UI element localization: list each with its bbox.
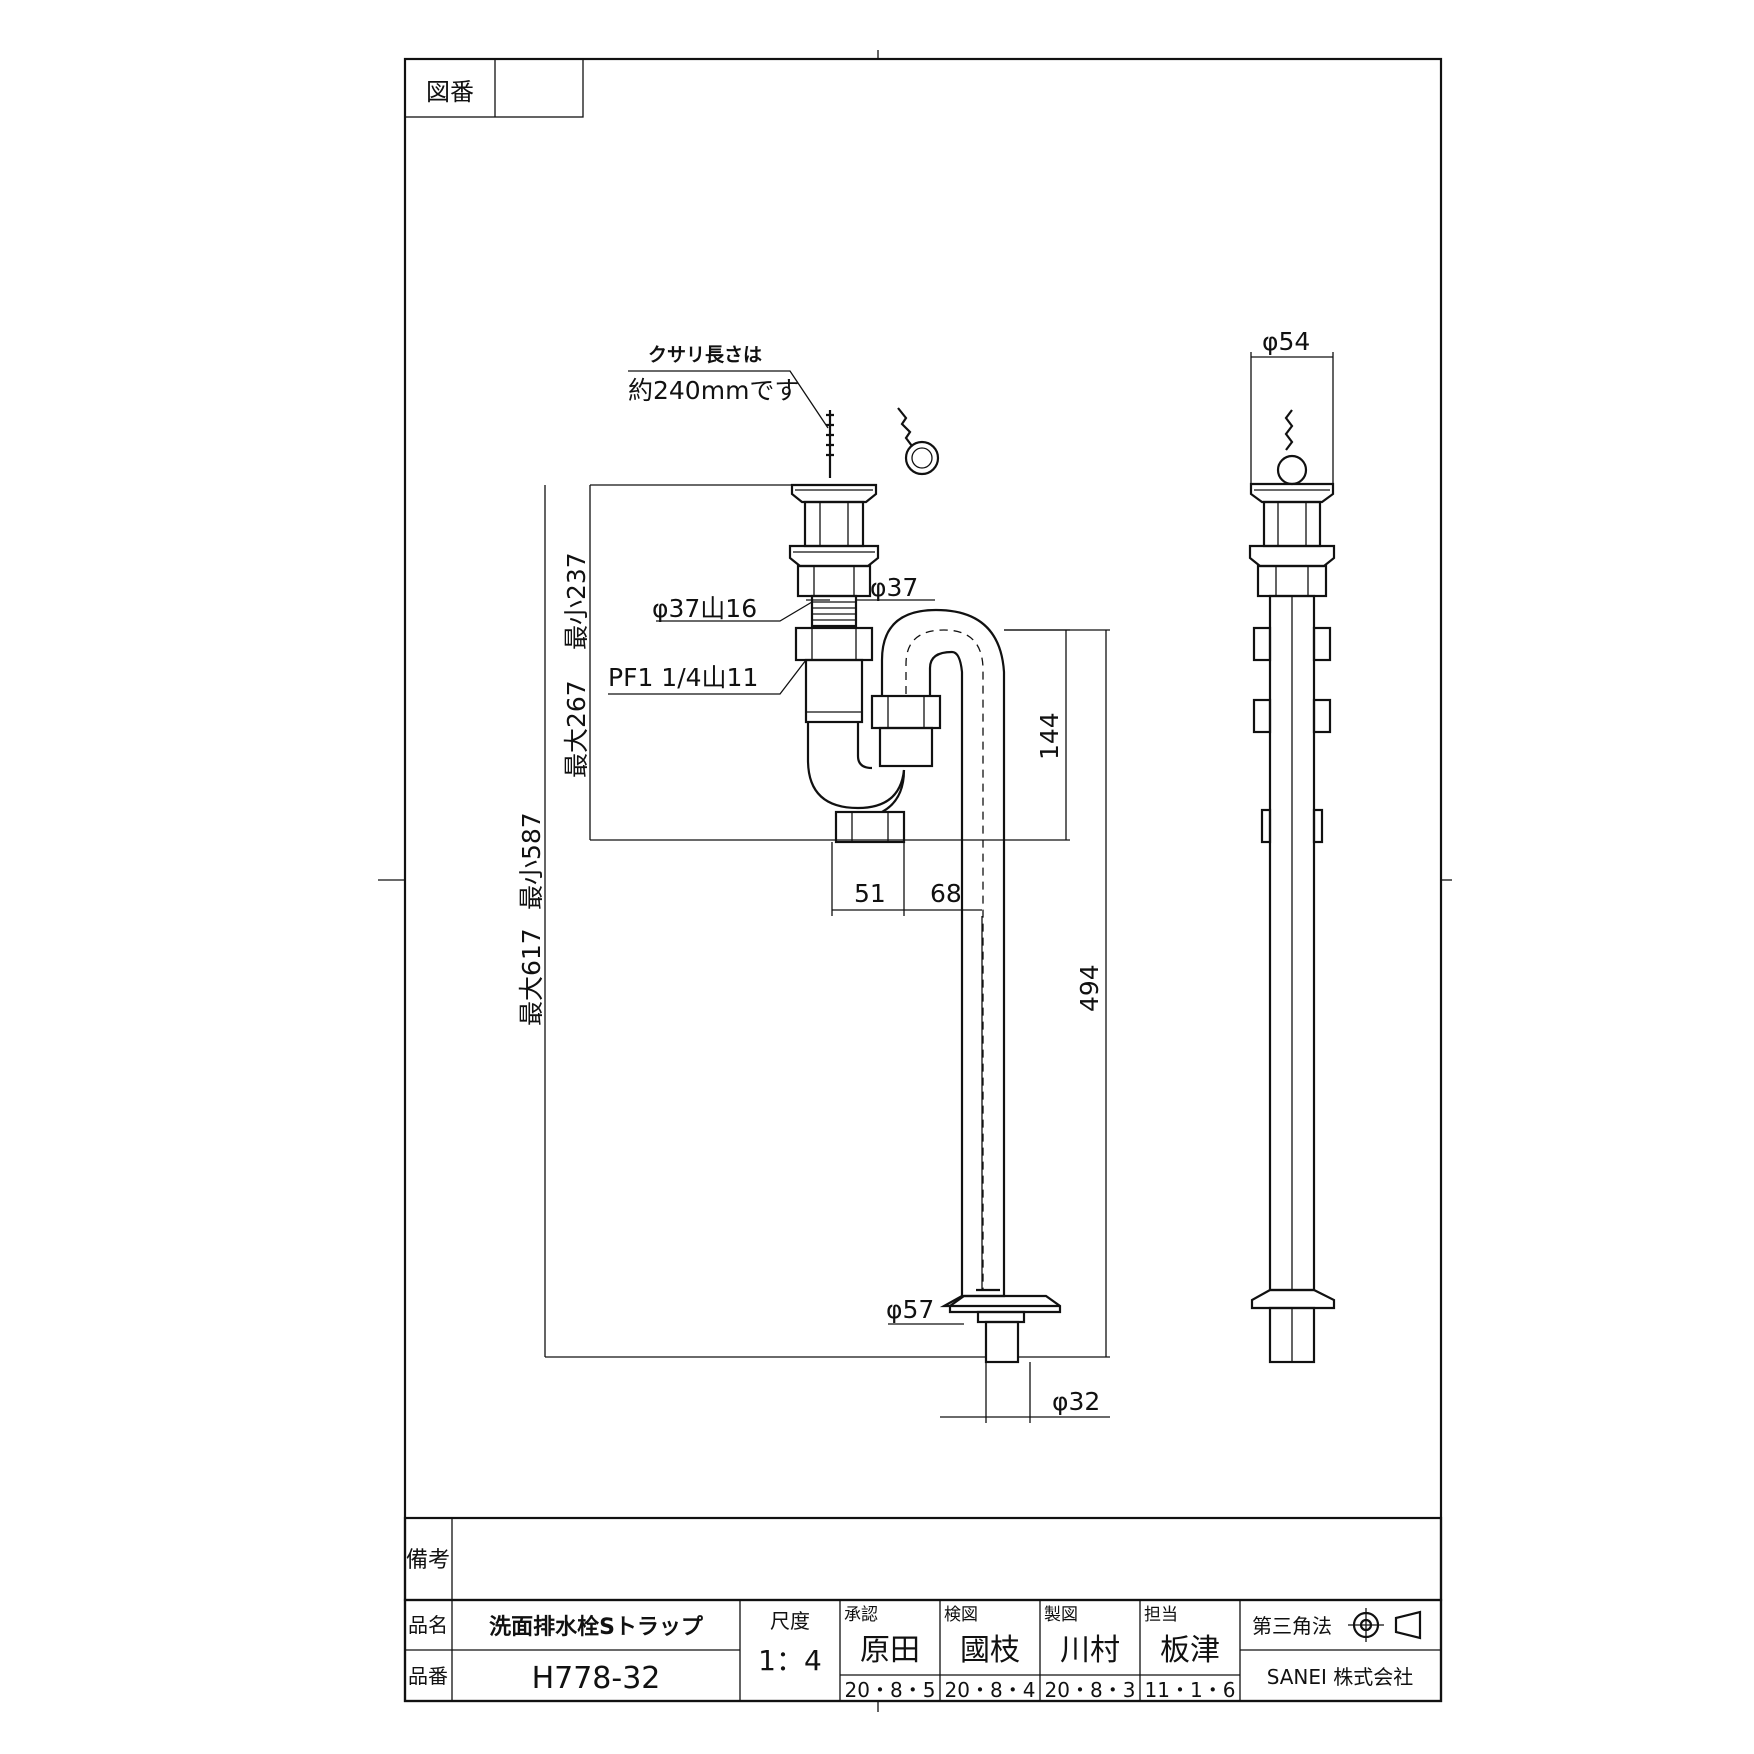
dim-pf-thread: PF1 1/4山11 [608,663,758,692]
product-name-label: 品名 [408,1613,448,1637]
approve-label: 承認 [844,1605,878,1625]
dim-min237: 最小237 [562,552,591,650]
drawing-frame [403,57,1443,1703]
chain-note-line1: クサリ長さは [648,344,762,366]
dim-dia37: φ37 [870,573,918,602]
scale-label: 尺度 [770,1609,810,1633]
product-number-label: 品番 [408,1664,448,1688]
dim-494: 494 [1075,964,1104,1012]
remarks-label: 備考 [406,1548,450,1573]
approve-date: 20・8・5 [845,1678,936,1702]
check-date: 20・8・4 [945,1678,1036,1702]
company-name: SANEI 株式会社 [1267,1665,1414,1689]
dim-68: 68 [930,879,962,908]
scale-value: 1：4 [758,1644,822,1677]
dim-min587: 最小587 [517,812,546,910]
drawing-number-label: 図番 [426,78,474,106]
dim-51: 51 [854,879,886,908]
drawing-number-box: 図番 [404,58,584,118]
front-view-s-trap: クサリ長さは 約240mmです [517,344,1110,1423]
dim-dia37-thread: φ37山16 [652,594,757,623]
charge-date: 11・1・6 [1145,1678,1236,1702]
title-block: 備考 品名 洗面排水栓Sトラップ 品番 H778-32 尺度 1：4 承認 原田… [403,1516,1443,1703]
charge-label: 担当 [1144,1605,1178,1625]
dim-max267: 最大267 [562,680,591,778]
approve-name: 原田 [860,1633,920,1668]
dim-144: 144 [1035,712,1064,760]
projection-label: 第三角法 [1252,1614,1332,1638]
dim-max617: 最大617 [517,928,546,1026]
draw-label: 製図 [1044,1605,1078,1625]
product-name-value: 洗面排水栓Sトラップ [489,1615,704,1640]
check-label: 検図 [944,1605,978,1625]
dim-dia32: φ32 [1052,1387,1100,1416]
check-name: 國枝 [960,1633,1020,1668]
draw-date: 20・8・3 [1045,1678,1136,1702]
third-angle-projection-icon [1348,1608,1422,1642]
side-view-s-trap: φ54 [1248,327,1336,1364]
dim-dia54: φ54 [1262,327,1310,356]
dim-dia57: φ57 [886,1295,934,1324]
chain-note-line2: 約240mmです [628,376,799,405]
product-number-value: H778-32 [532,1661,661,1696]
charge-name: 板津 [1160,1633,1220,1668]
chain-icon [826,407,940,478]
draw-name: 川村 [1060,1633,1120,1668]
